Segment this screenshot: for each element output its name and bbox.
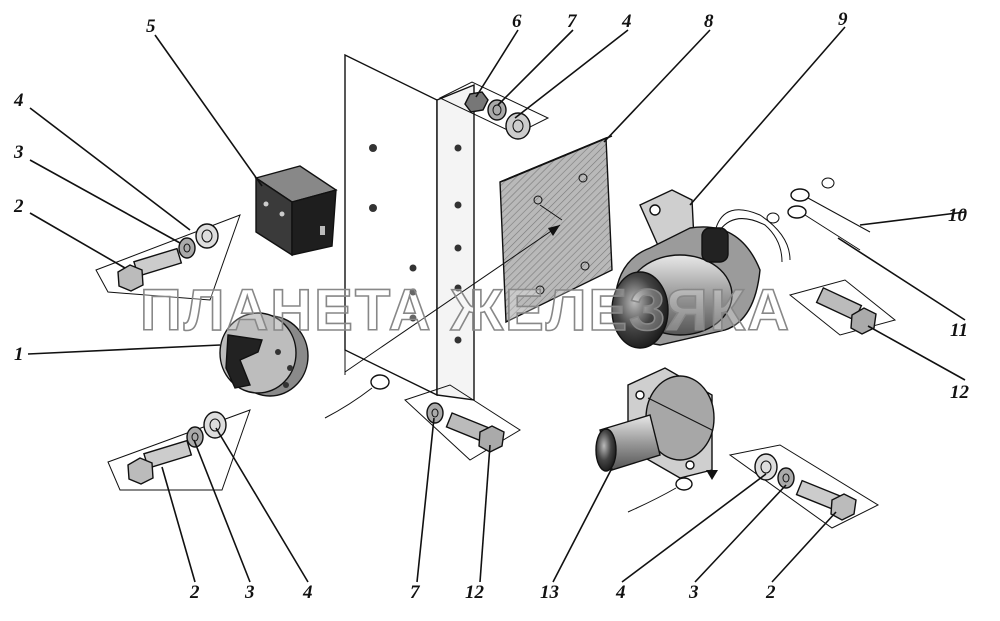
wire-terminals [766, 177, 871, 251]
callout-7-upper: 7 [567, 11, 578, 32]
callout-3-right-lower: 3 [688, 582, 699, 603]
callout-6: 6 [512, 11, 522, 32]
toggle-switch [219, 312, 309, 397]
bolt-group-right-lower [728, 444, 880, 529]
callout-8: 8 [704, 11, 714, 32]
bolt-group-left-upper [95, 214, 241, 301]
callout-9: 9 [838, 9, 848, 30]
mounting-bracket [344, 53, 475, 401]
callout-4-left-lower: 4 [302, 582, 313, 603]
callout-2-right-lower: 2 [765, 582, 776, 603]
assembly-guides [344, 204, 718, 480]
relay-box [254, 165, 338, 257]
bolt-group-left-lower [107, 409, 251, 491]
callout-7-lower: 7 [410, 582, 421, 603]
callout-3-left-upper: 3 [13, 142, 24, 163]
callout-4-upper: 4 [621, 11, 632, 32]
callout-12-lower: 12 [465, 582, 485, 603]
callout-1: 1 [14, 344, 24, 365]
watermark-text: ПЛАНЕТА ЖЕЛЕЗЯКА [140, 278, 791, 343]
bolt-group-center [324, 374, 521, 461]
bolt-right-upper [788, 279, 897, 336]
callout-12-right: 12 [950, 382, 970, 403]
callout-labels: 5 4 3 2 1 2 3 4 7 12 6 7 4 8 9 10 11 12 … [13, 9, 970, 603]
callout-5: 5 [146, 16, 156, 37]
callout-4-left-upper: 4 [13, 90, 24, 111]
callout-2-left-lower: 2 [189, 582, 200, 603]
callout-3-left-lower: 3 [244, 582, 255, 603]
socket-assembly [595, 367, 715, 513]
callout-11: 11 [950, 320, 968, 341]
callout-13: 13 [540, 582, 559, 603]
callout-4-right-lower: 4 [615, 582, 626, 603]
lamp-assembly [611, 189, 791, 349]
leader-lines [27, 26, 966, 583]
callout-2-left-upper: 2 [13, 196, 24, 217]
callout-10: 10 [948, 205, 968, 226]
top-fastener-group [438, 81, 550, 140]
